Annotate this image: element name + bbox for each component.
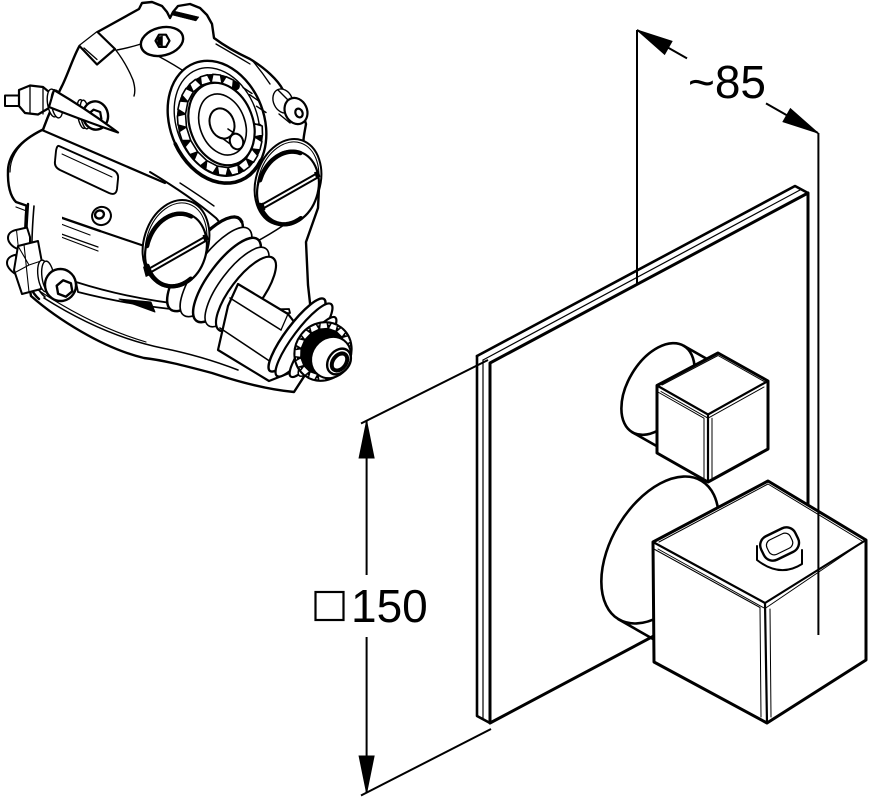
svg-text:~85: ~85 [688,56,766,108]
svg-text:150: 150 [351,580,428,632]
